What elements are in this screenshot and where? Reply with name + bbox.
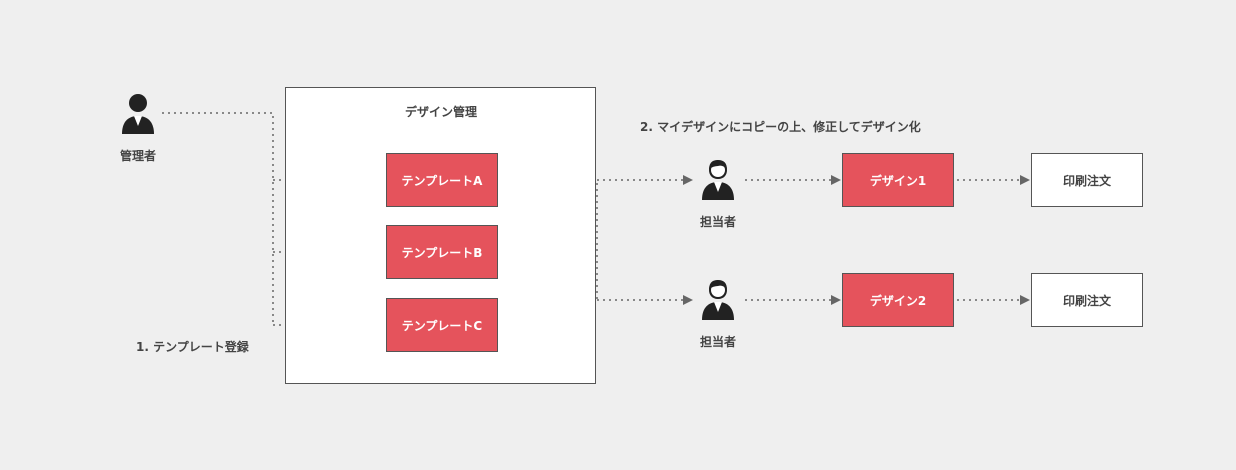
print-order-1-box[interactable]: 印刷注文 [1031, 153, 1143, 207]
design-management-title: デザイン管理 [404, 105, 478, 119]
worker-1-label: 担当者 [699, 215, 737, 229]
design-2-box[interactable]: デザイン2 [842, 273, 954, 327]
admin-connector [162, 112, 274, 325]
admin-label: 管理者 [119, 149, 157, 163]
template-c-box[interactable]: テンプレートC [386, 298, 498, 352]
print-order-2-box[interactable]: 印刷注文 [1031, 273, 1143, 327]
admin-person-icon [120, 92, 156, 140]
step1-label: 1. テンプレート登録 [136, 340, 249, 354]
worker-2-label: 担当者 [699, 335, 737, 349]
worker-1-person-icon [700, 158, 736, 206]
template-a-box[interactable]: テンプレートA [386, 153, 498, 207]
step2-label: 2. マイデザインにコピーの上、修正してデザイン化 [640, 120, 921, 134]
design-1-box[interactable]: デザイン1 [842, 153, 954, 207]
template-b-box[interactable]: テンプレートB [386, 225, 498, 279]
worker-2-person-icon [700, 278, 736, 326]
